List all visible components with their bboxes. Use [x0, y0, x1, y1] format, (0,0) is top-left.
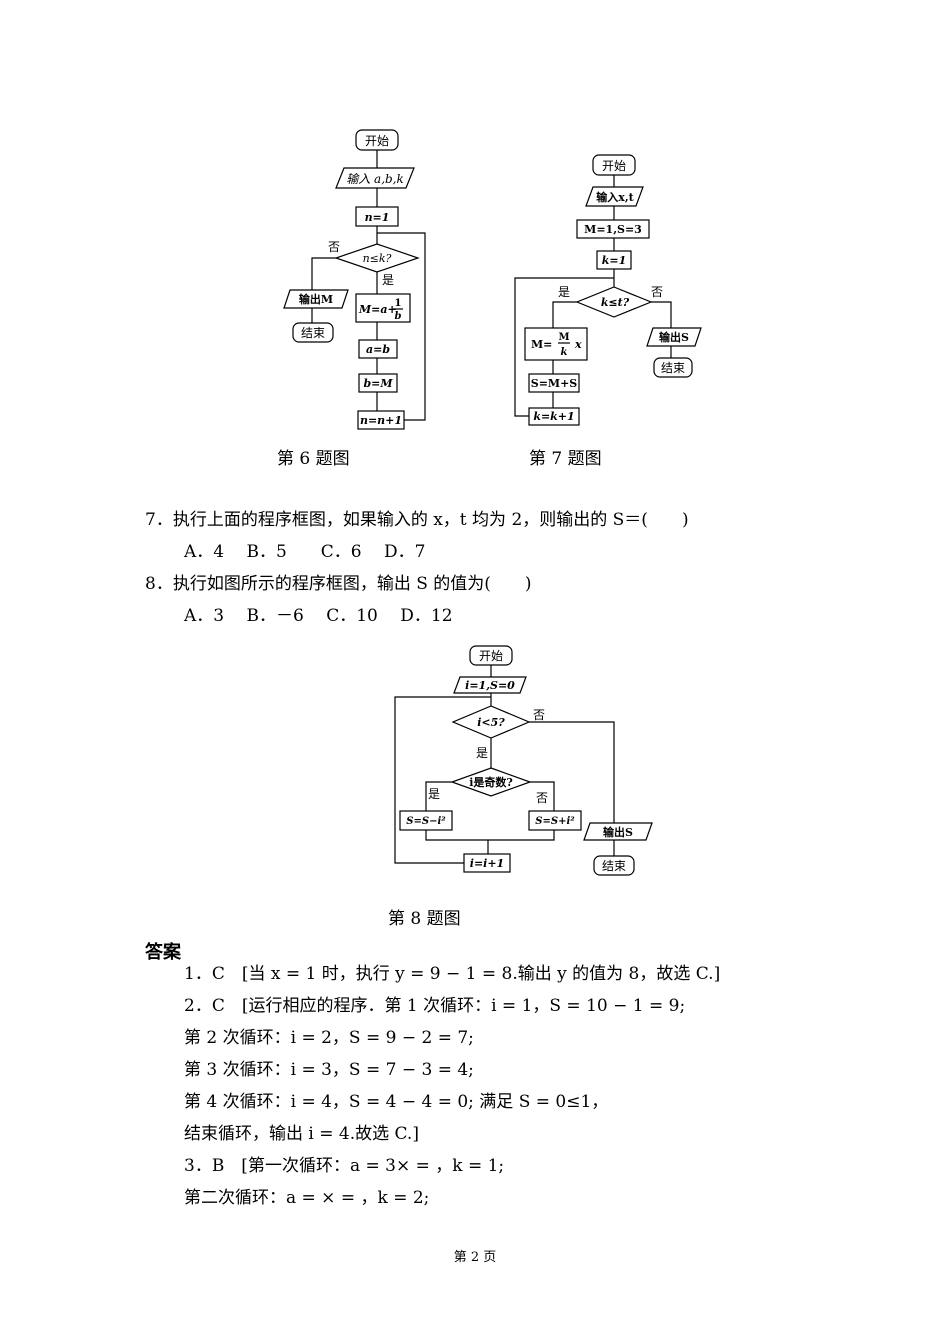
fig8-step-text: i=i+1 — [470, 857, 504, 870]
fig8-start-text: 开始 — [479, 649, 503, 663]
fig6-calc-den: b — [395, 311, 402, 322]
answers-heading: 答案 — [145, 942, 181, 963]
fig6-step1-text: a=b — [366, 343, 390, 356]
fig8-no2-label: 否 — [536, 791, 548, 805]
fig8-right-box — [528, 810, 582, 831]
fig6-calc-num: 1 — [395, 298, 402, 309]
fig8-output-text: 输出S — [603, 825, 633, 839]
fig6-input-text: 输入 a,b,k — [346, 172, 404, 186]
fig6-step2-box — [358, 373, 398, 393]
fig6-step2-text: b=M — [363, 377, 393, 390]
fig7-no-label: 否 — [651, 285, 663, 299]
fig7-yes-label: 是 — [558, 285, 570, 299]
fig8-left-text: S=S−i² — [406, 816, 446, 827]
fig6-calc-box — [355, 293, 411, 323]
question-7-options: A．4 B．5 C．6 D．7 — [184, 542, 426, 562]
fig8-right-text: S=S+i² — [535, 816, 575, 827]
fig7-output-box — [646, 327, 702, 347]
answer-line: 3．B [第一次循环：a = 3× = ，k = 1; — [184, 1156, 505, 1176]
fig7-calc-den: k — [561, 347, 568, 358]
fig7-calc-tail: x — [574, 338, 582, 351]
fig7-input-text: 输入x,t — [596, 190, 634, 204]
flowchart-fig8: 开始 i=1,S=0 i<5? 否 输出S 结束 是 i是奇数? 是 否 S=S… — [394, 645, 653, 876]
fig6-end-box — [292, 322, 334, 343]
fig6-cond-text: n≤k? — [363, 252, 392, 265]
fig8-init-text: i=1,S=0 — [465, 679, 515, 692]
fig8-cond2-text: i是奇数? — [469, 775, 513, 789]
fig8-yes1-label: 是 — [476, 746, 488, 760]
question-8: 8．执行如图所示的程序框图，输出 S 的值为( ) — [145, 574, 532, 594]
answer-line: 第二次循环：a = × = ，k = 2; — [184, 1188, 430, 1208]
fig7-calc-box — [524, 327, 588, 361]
fig7-init1-text: M=1,S=3 — [584, 223, 642, 236]
answer-line: 1．C [当 x = 1 时，执行 y = 9 − 1 = 8.输出 y 的值为… — [184, 964, 721, 984]
fig7-step2-text: k=k+1 — [533, 410, 574, 423]
fig6-end-text: 结束 — [301, 326, 325, 340]
fig7-step1-box — [528, 373, 580, 393]
fig7-input-box — [585, 186, 644, 207]
fig6-no-label: 否 — [328, 240, 340, 254]
fig8-end-box — [593, 855, 635, 876]
fig7-calc-lhs: M= — [531, 338, 552, 351]
fig7-cond-text: k≤t? — [601, 296, 630, 309]
fig8-yes2-label: 是 — [428, 787, 440, 801]
question-7: 7．执行上面的程序框图，如果输入的 x，t 均为 2，则输出的 S＝( ) — [145, 510, 689, 530]
fig6-output-box — [283, 289, 349, 309]
fig7-start-text: 开始 — [602, 159, 626, 173]
fig6-step3-text: n=n+1 — [360, 414, 402, 427]
fig7-cond-diamond — [575, 286, 653, 318]
fig8-end-text: 结束 — [602, 859, 626, 873]
fig6-step1-box — [358, 339, 398, 359]
fig7-init1-box — [576, 219, 650, 239]
answer-line: 2．C [运行相应的程序．第 1 次循环：i = 1，S = 10 − 1 = … — [184, 996, 686, 1016]
fig6-start-text: 开始 — [365, 134, 389, 148]
fig6-yes-label: 是 — [382, 273, 394, 287]
fig6-output-text: 输出M — [299, 292, 333, 306]
page-footer: 第 2 页 — [453, 1250, 497, 1265]
fig8-init-box — [453, 676, 527, 694]
fig6-calc-lhs: M=a+ — [358, 303, 397, 316]
fig8-cond1-text: i<5? — [477, 716, 505, 729]
fig7-output-text: 输出S — [659, 330, 689, 344]
answer-line: 第 3 次循环：i = 3，S = 7 − 3 = 4; — [184, 1060, 474, 1080]
fig7-end-box — [653, 357, 693, 378]
question-8-options: A．3 B．－6 C．10 D．12 — [184, 606, 453, 626]
fig7-caption: 第 7 题图 — [529, 449, 602, 469]
fig6-input-box — [335, 167, 415, 189]
fig8-no1-label: 否 — [533, 708, 545, 722]
fig8-cond2-diamond — [450, 767, 532, 797]
flowchart-fig7: 开始 输入x,t M=1,S=3 k=1 k≤t? 是 M= M k x S=M… — [514, 154, 702, 426]
fig7-init2-text: k=1 — [602, 254, 627, 267]
fig6-init-text: n=1 — [365, 211, 390, 224]
flowchart-fig6: 开始 输入 a,b,k n=1 n≤k? 否 输出M 结束 是 M=a+ 1 b… — [283, 129, 426, 430]
fig7-calc-num: M — [558, 332, 569, 343]
fig7-step1-text: S=M+S — [531, 377, 578, 390]
fig8-output-box — [583, 822, 653, 841]
fig7-end-text: 结束 — [661, 361, 685, 375]
answer-line: 结束循环，输出 i = 4.故选 C.] — [184, 1124, 419, 1144]
fig6-caption: 第 6 题图 — [277, 449, 350, 469]
answer-line: 第 4 次循环：i = 4，S = 4 − 4 = 0; 满足 S = 0≤1， — [184, 1092, 609, 1112]
fig8-caption: 第 8 题图 — [388, 909, 461, 929]
answer-line: 第 2 次循环：i = 2，S = 9 − 2 = 7; — [184, 1028, 474, 1048]
